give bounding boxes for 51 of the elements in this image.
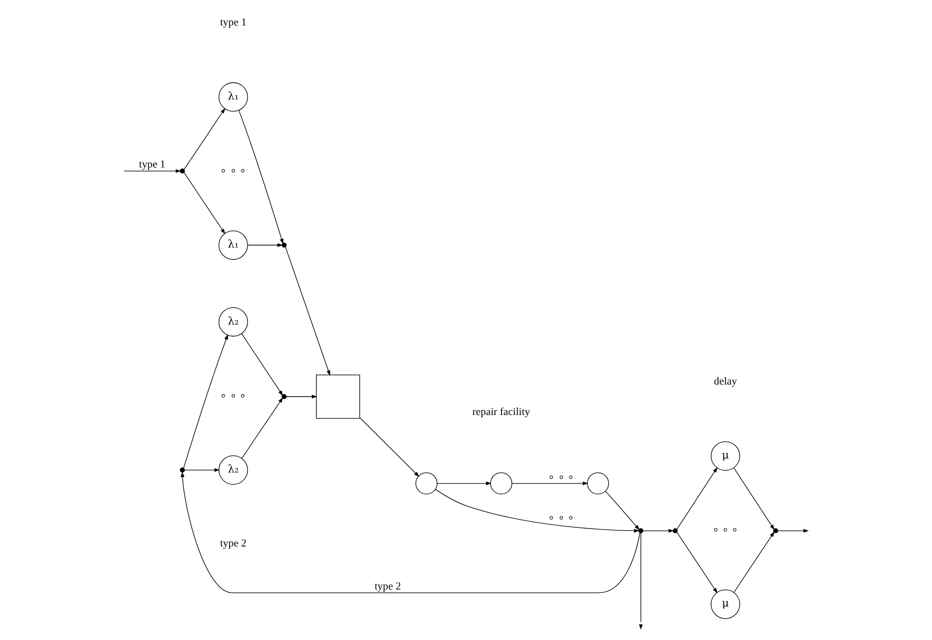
arrow bbox=[247, 243, 283, 247]
arrow bbox=[285, 246, 330, 376]
arrow bbox=[183, 334, 228, 468]
arrow bbox=[124, 169, 182, 173]
arrow bbox=[184, 468, 220, 472]
arrow bbox=[734, 468, 774, 530]
edge-label: type 1 bbox=[139, 158, 166, 171]
arrow bbox=[184, 172, 226, 234]
arrow bbox=[676, 532, 718, 594]
edge-label: type 2 bbox=[374, 580, 401, 592]
node-circle: λ₁ bbox=[218, 82, 248, 112]
label: delay bbox=[714, 375, 737, 388]
node-circle: μ bbox=[710, 590, 740, 619]
arrow bbox=[605, 490, 640, 530]
edge-label: ∘ ∘ ∘ bbox=[548, 470, 574, 483]
arrow bbox=[359, 417, 420, 477]
node-circle: λ₁ bbox=[218, 230, 248, 260]
label: ∘ ∘ ∘ bbox=[220, 390, 246, 402]
node-circle: λ₂ bbox=[218, 455, 248, 485]
arrow bbox=[241, 333, 283, 396]
arrow bbox=[286, 394, 318, 398]
arrow bbox=[634, 528, 643, 630]
label: ∘ ∘ ∘ bbox=[220, 164, 246, 177]
node-circle: λ₂ bbox=[218, 307, 248, 337]
label: ∘ ∘ ∘ bbox=[712, 524, 739, 536]
node-point bbox=[180, 468, 185, 473]
label: repair facility bbox=[472, 406, 530, 418]
node-point bbox=[773, 528, 778, 534]
node-circle bbox=[586, 472, 609, 494]
arrow bbox=[734, 532, 774, 593]
node-point bbox=[282, 242, 287, 248]
node-circle bbox=[490, 472, 512, 494]
node-box bbox=[316, 374, 360, 419]
arrow bbox=[512, 482, 588, 486]
node-point bbox=[638, 528, 644, 534]
label: type 1 bbox=[220, 16, 246, 28]
arrow bbox=[180, 472, 640, 594]
arrow bbox=[242, 397, 283, 459]
arrow bbox=[676, 467, 718, 530]
arrow bbox=[238, 110, 284, 244]
edge-label: ∘ ∘ ∘ bbox=[548, 512, 574, 524]
node-circle: μ bbox=[710, 441, 740, 471]
node-point bbox=[282, 394, 287, 400]
arrow bbox=[435, 489, 640, 533]
node-point bbox=[180, 168, 185, 174]
arrow bbox=[778, 528, 809, 533]
node-point bbox=[672, 528, 678, 534]
arrow bbox=[437, 482, 492, 486]
label: type 2 bbox=[220, 538, 246, 550]
arrow bbox=[184, 108, 226, 170]
arrow bbox=[642, 528, 674, 533]
